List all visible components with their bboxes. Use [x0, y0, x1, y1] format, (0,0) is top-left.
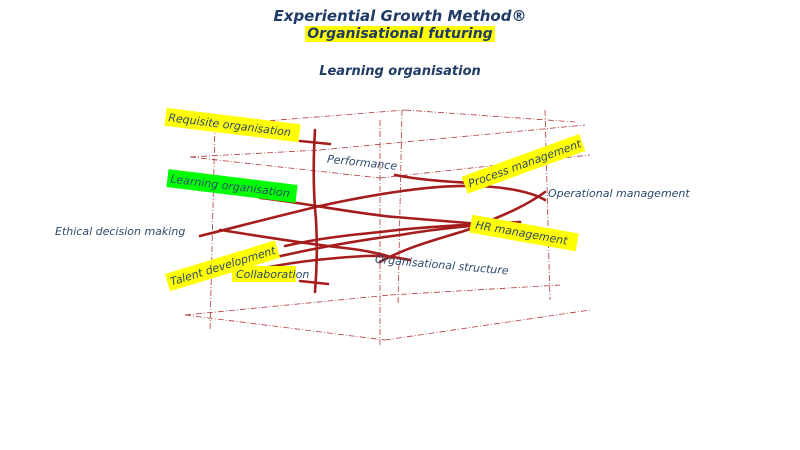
- frame-line: [404, 109, 576, 123]
- top-tick: [298, 139, 332, 146]
- section-title: Learning organisation: [319, 64, 481, 79]
- label-requisite: Requisite organisation: [168, 111, 292, 139]
- vertical-axis: [312, 128, 319, 294]
- label-hr: HR management: [475, 219, 570, 248]
- bottom-tick: [298, 279, 330, 286]
- subtitle: Organisational futuring: [0, 26, 800, 42]
- label-structure: Organisational structure: [375, 253, 510, 278]
- frame-line: [384, 309, 591, 341]
- label-ethical: Ethical decision making: [55, 225, 185, 238]
- frame-line: [544, 109, 551, 301]
- grid-line-hr: [218, 228, 392, 259]
- label-operational: Operational management: [548, 187, 690, 200]
- hr-highlight: [469, 214, 579, 252]
- process-highlight: [461, 133, 586, 194]
- frame-line: [319, 124, 586, 151]
- frame-line: [189, 156, 381, 179]
- frame-line: [209, 124, 216, 331]
- collaboration-highlight: [232, 266, 296, 282]
- main-title: Experiential Growth Method®: [273, 7, 527, 25]
- talent-highlight: [164, 240, 281, 292]
- label-process: Process management: [466, 137, 583, 190]
- frame-line: [397, 109, 403, 306]
- frame-line: [389, 284, 561, 296]
- label-highlights: [164, 107, 586, 292]
- requisite-highlight: [164, 107, 301, 143]
- learning-highlight: [166, 169, 298, 203]
- frame-line: [184, 314, 386, 341]
- grid-line-bottom: [253, 254, 412, 272]
- grid-line-ethical: [198, 184, 547, 238]
- frame-line: [214, 109, 406, 126]
- label-learning: Learning organisation: [170, 172, 291, 200]
- label-performance: Performance: [326, 153, 397, 173]
- frame-line: [184, 294, 391, 316]
- subtitle-highlight: Organisational futuring: [305, 26, 495, 42]
- label-collaboration: Collaboration: [236, 268, 309, 281]
- frame-line: [189, 149, 321, 158]
